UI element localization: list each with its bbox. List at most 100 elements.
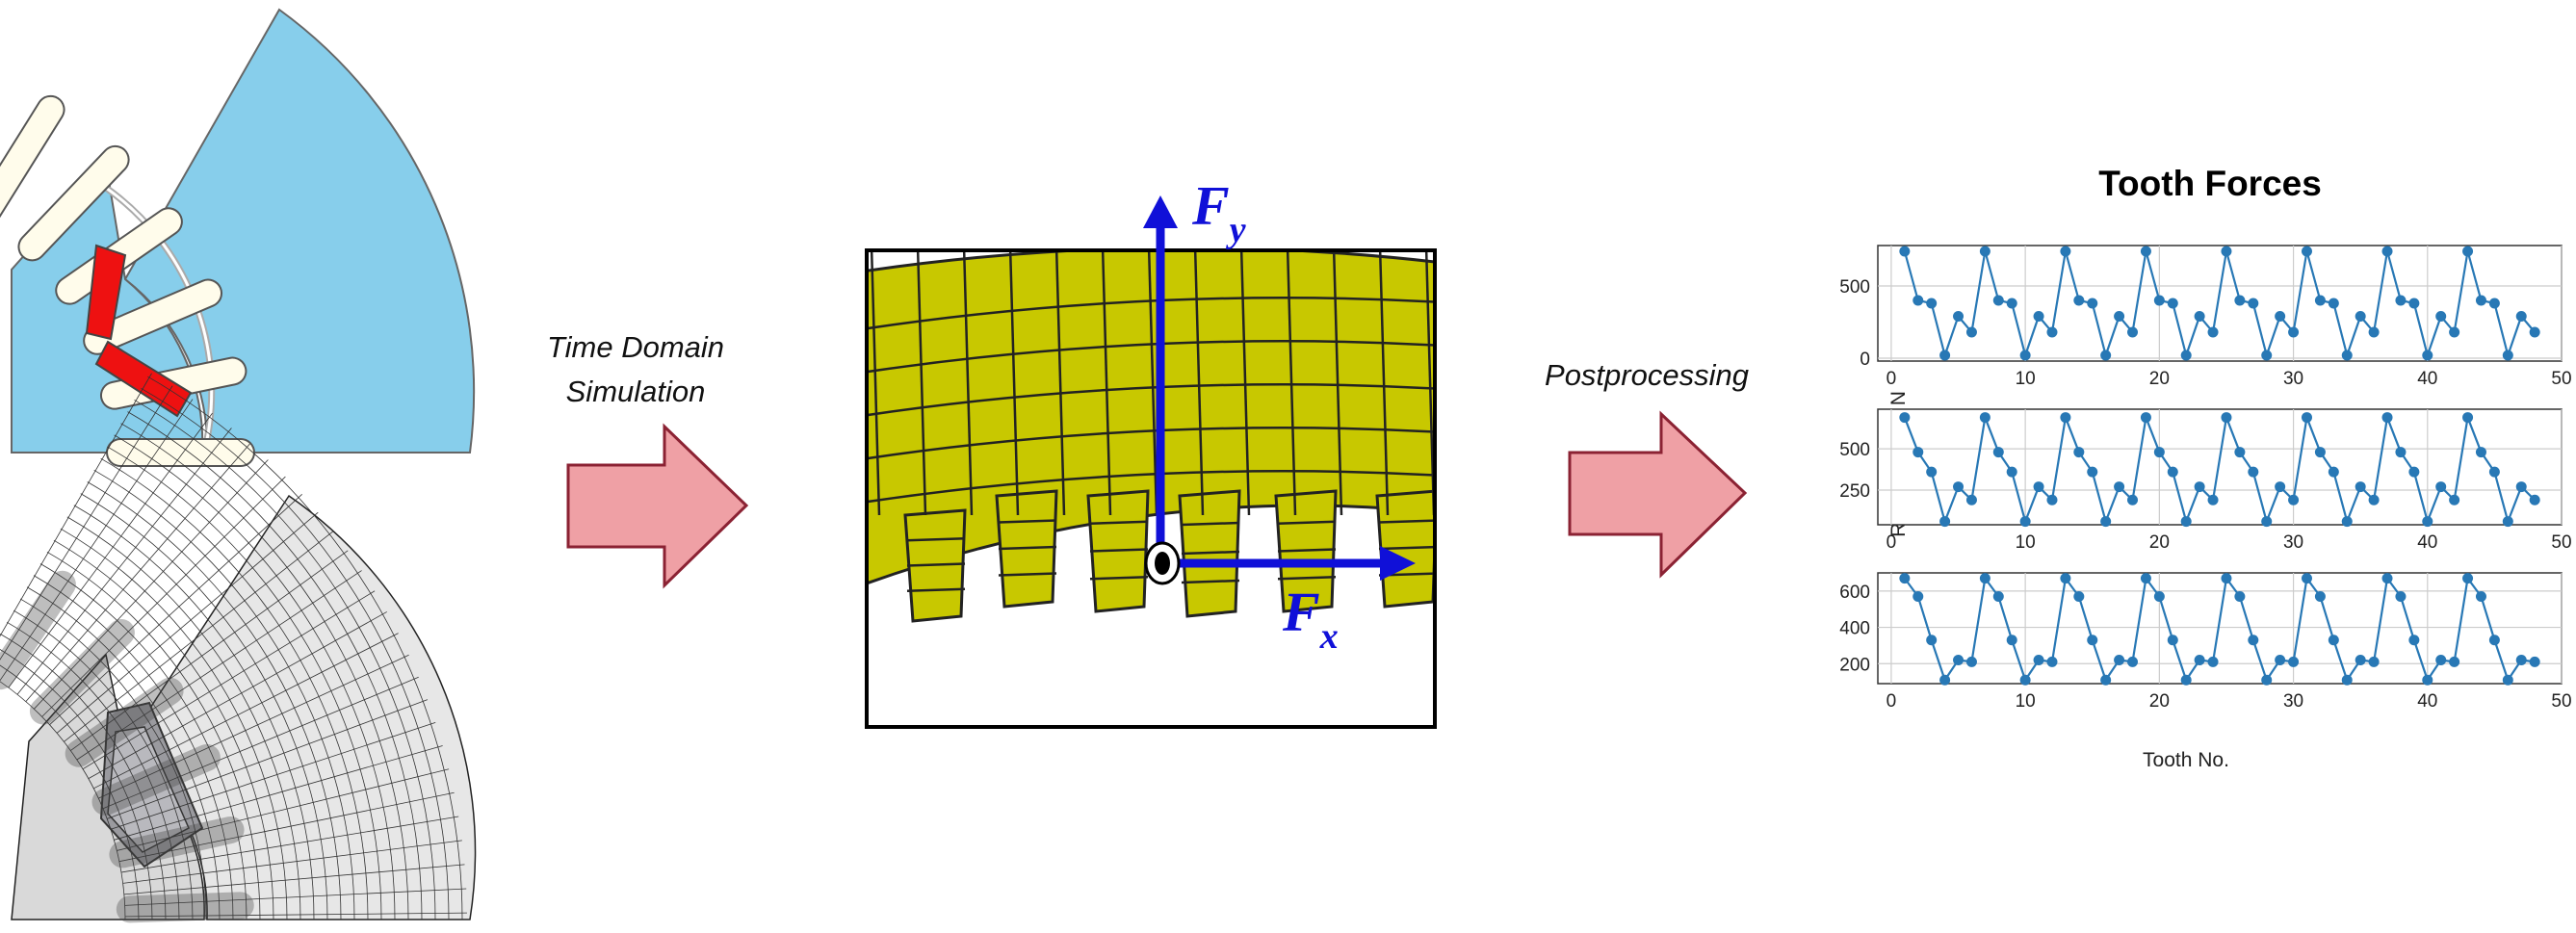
data-point <box>2114 311 2125 322</box>
data-point <box>2060 412 2071 424</box>
mesh-ray <box>93 633 399 790</box>
mesh-ray <box>0 373 152 637</box>
stator-slot <box>19 146 128 260</box>
mesh-ray <box>118 791 455 863</box>
data-point <box>2275 481 2286 493</box>
mesh-arc <box>87 481 342 920</box>
mesh-edge <box>1089 548 1149 553</box>
data-point <box>2087 466 2098 478</box>
mesh-edge <box>906 587 966 592</box>
data-point <box>1965 326 1977 338</box>
data-point <box>2180 674 2192 686</box>
data-point <box>2046 326 2058 338</box>
data-point <box>2207 656 2219 667</box>
data-point <box>1965 656 1977 667</box>
data-point <box>2488 298 2500 309</box>
mesh-arc <box>33 575 234 920</box>
mesh-edge <box>962 250 974 516</box>
mesh-arc <box>0 681 126 920</box>
data-point <box>2449 656 2460 667</box>
x-tick-label: 20 <box>2149 691 2170 712</box>
data-point <box>2207 494 2219 505</box>
data-point <box>2127 656 2139 667</box>
mesh-edge <box>1277 548 1337 553</box>
data-point <box>2301 573 2312 584</box>
postprocessing-label: Postprocessing <box>1545 358 1749 392</box>
data-point <box>2475 447 2486 458</box>
data-point <box>2127 326 2139 338</box>
permanent-magnets <box>85 244 193 418</box>
x-tick-label: 0 <box>1886 369 1897 389</box>
mesh-arc <box>0 649 153 920</box>
magnet-upper <box>85 244 127 341</box>
data-point <box>2087 298 2098 309</box>
mesh-edge <box>1424 250 1435 516</box>
mesh-ray <box>110 722 436 830</box>
data-point <box>1992 591 2004 603</box>
data-point <box>1979 412 1991 424</box>
data-point <box>2488 466 2500 478</box>
mesh-ray <box>117 768 450 851</box>
data-point <box>2073 447 2085 458</box>
data-point <box>2033 311 2044 322</box>
mesh-arc <box>141 387 450 920</box>
fem-mesh-model <box>0 373 477 923</box>
data-point <box>2006 466 2017 478</box>
mesh-ray <box>88 611 387 779</box>
data-point <box>2234 447 2246 458</box>
mesh-ray <box>122 840 462 884</box>
mesh-arc <box>100 457 369 920</box>
data-point <box>2395 447 2407 458</box>
x-tick-label: 10 <box>2016 369 2036 389</box>
x-tick-label: 40 <box>2417 532 2437 553</box>
mesh-ray <box>56 511 319 734</box>
data-point <box>2502 516 2513 528</box>
data-point <box>2033 481 2044 493</box>
magnet-lower <box>94 340 193 418</box>
mesh-edge <box>867 470 1435 504</box>
data-point <box>2355 311 2366 322</box>
data-point <box>2221 246 2232 257</box>
mesh-arc <box>19 598 207 920</box>
data-point <box>2060 573 2071 584</box>
mesh-arc <box>0 633 167 920</box>
data-point <box>2515 311 2527 322</box>
mesh-arc <box>53 539 274 920</box>
data-point <box>2006 298 2017 309</box>
y-tick-label: 200 <box>1839 655 1870 675</box>
data-point <box>2381 246 2393 257</box>
data-point <box>2355 481 2366 493</box>
data-point <box>2194 311 2205 322</box>
mesh-ray <box>114 745 443 841</box>
mesh-edge <box>1101 250 1112 516</box>
mesh-arc <box>0 664 140 920</box>
data-point <box>2073 591 2085 603</box>
data-point <box>2006 635 2017 646</box>
mesh-arc <box>66 516 301 920</box>
data-point <box>2328 466 2339 478</box>
data-point <box>2140 573 2151 584</box>
mesh-edge <box>1239 250 1251 516</box>
data-point <box>2422 350 2433 361</box>
data-point <box>1912 591 1924 603</box>
data-point <box>2435 481 2447 493</box>
data-point <box>2275 654 2286 665</box>
data-point <box>2314 591 2326 603</box>
data-point <box>2087 635 2098 646</box>
mesh-slot <box>109 816 245 868</box>
mesh-arc <box>120 423 409 920</box>
data-point <box>2153 447 2165 458</box>
data-point <box>1953 654 1965 665</box>
mesh-ray <box>25 443 251 702</box>
plot-area <box>1877 408 2563 526</box>
mesh-ray <box>8 412 213 688</box>
data-point <box>2314 447 2326 458</box>
x-tick-label: 0 <box>1886 532 1897 553</box>
data-point <box>2100 674 2112 686</box>
data-point <box>2019 674 2031 686</box>
data-point <box>2341 674 2353 686</box>
data-point <box>2381 412 2393 424</box>
data-point <box>2261 674 2273 686</box>
plot-area <box>1877 245 2563 362</box>
